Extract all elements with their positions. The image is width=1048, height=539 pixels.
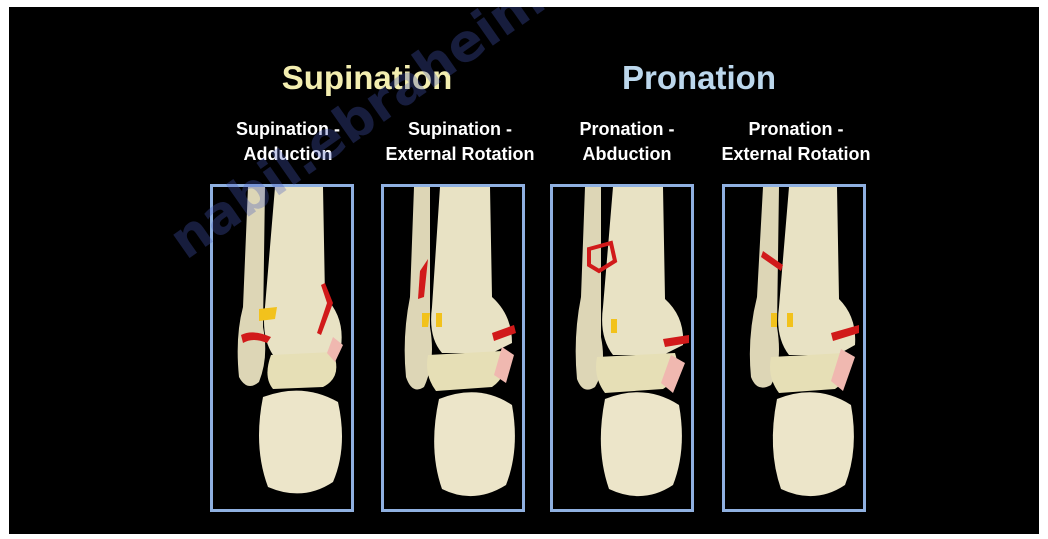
panel-supination-external-rotation <box>381 184 525 512</box>
panel-pronation-external-rotation <box>722 184 866 512</box>
group-title-pronation: Pronation <box>599 59 799 97</box>
ankle-bone-illustration <box>213 187 351 509</box>
panel-pronation-abduction <box>550 184 694 512</box>
slide: Supination Pronation Supination - Adduct… <box>9 7 1039 534</box>
group-title-supination: Supination <box>267 59 467 97</box>
ankle-bone-illustration <box>384 187 522 509</box>
panel-label-pronation-abduction: Pronation - Abduction <box>542 117 712 167</box>
panel-label-supination-external-rotation: Supination - External Rotation <box>375 117 545 167</box>
panel-label-supination-adduction: Supination - Adduction <box>203 117 373 167</box>
panel-label-pronation-external-rotation: Pronation - External Rotation <box>711 117 881 167</box>
ankle-bone-illustration <box>725 187 863 509</box>
ankle-bone-illustration <box>553 187 691 509</box>
panel-supination-adduction <box>210 184 354 512</box>
